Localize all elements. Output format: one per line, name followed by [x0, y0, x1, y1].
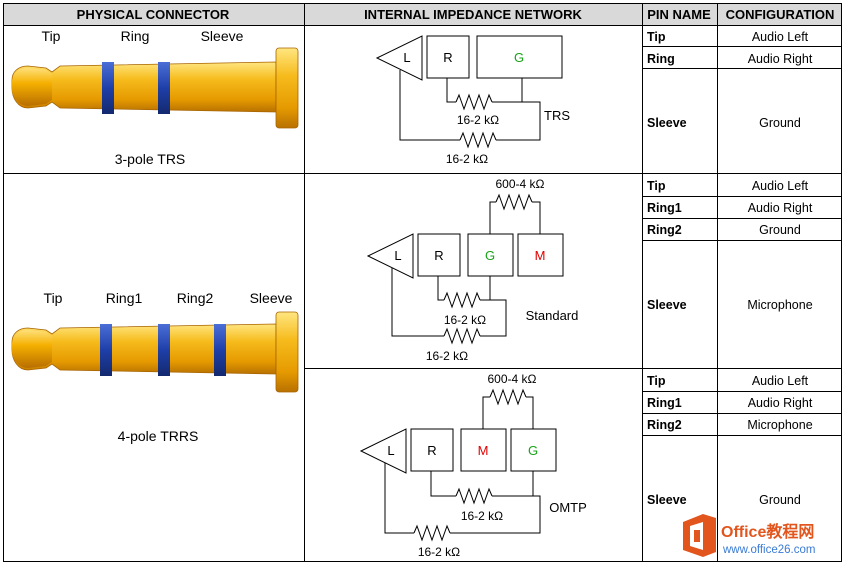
watermark: Office教程网 www.office26.com — [683, 514, 815, 557]
standard-pin-0-config: Audio Left — [752, 179, 809, 193]
trs-caption: 3-pole TRS — [115, 151, 186, 167]
trrs-plug-image — [11, 311, 299, 393]
omtp-pin-0-name: Tip — [647, 374, 666, 388]
trs-plug-section: Tip Ring Sleeve 3-pole TRS — [11, 28, 299, 167]
header-physical-connector: PHYSICAL CONNECTOR — [77, 7, 230, 22]
omtp-pin-3-name: Sleeve — [647, 493, 687, 507]
trs-pin-1-name: Ring — [647, 52, 675, 66]
standard-box-m-label: M — [535, 248, 546, 263]
header-row: PHYSICAL CONNECTOR INTERNAL IMPEDANCE NE… — [3, 3, 841, 25]
omtp-box-r-label: R — [427, 443, 436, 458]
trs-box-r-label: R — [443, 50, 452, 65]
trs-pin-2-name: Sleeve — [647, 116, 687, 130]
watermark-brand: Office教程网 — [721, 522, 814, 541]
trs-box-l-label: L — [403, 50, 410, 65]
trs-network — [375, 35, 563, 149]
omtp-network-name: OMTP — [549, 500, 587, 515]
trs-label-tip: Tip — [42, 28, 61, 44]
omtp-res-inner-label: 16-2 kΩ — [461, 509, 503, 523]
trrs-label-sleeve: Sleeve — [250, 290, 293, 306]
trrs-plug-section: Tip Ring1 Ring2 Sleeve 4-pole TRRS — [11, 290, 299, 444]
trs-pin-0-config: Audio Left — [752, 30, 809, 44]
omtp-pin-1-config: Audio Right — [748, 396, 813, 410]
trs-pin-1-config: Audio Right — [748, 52, 813, 66]
standard-res-top-label: 600-4 kΩ — [496, 177, 545, 191]
standard-box-m — [517, 233, 564, 277]
standard-pin-3-name: Sleeve — [647, 298, 687, 312]
standard-pin-table: Tip Audio Left Ring1 Audio Right Ring2 G… — [647, 179, 813, 312]
omtp-pin-3-config: Ground — [759, 493, 801, 507]
trrs-label-ring2: Ring2 — [177, 290, 214, 306]
trs-pin-2-config: Ground — [759, 116, 801, 130]
standard-pin-2-name: Ring2 — [647, 223, 682, 237]
omtp-box-m — [460, 428, 507, 472]
omtp-pin-0-config: Audio Left — [752, 374, 809, 388]
standard-pin-2-config: Ground — [759, 223, 801, 237]
table-grid — [3, 3, 842, 562]
standard-pin-0-name: Tip — [647, 179, 666, 193]
omtp-res-outer-label: 16-2 kΩ — [418, 545, 460, 559]
omtp-network — [359, 388, 557, 542]
standard-box-r — [417, 233, 461, 277]
standard-res-outer-label: 16-2 kΩ — [426, 349, 468, 363]
omtp-res-top-label: 600-4 kΩ — [488, 372, 537, 386]
standard-box-r-label: R — [434, 248, 443, 263]
trs-box-g-label: G — [514, 50, 524, 65]
standard-box-g — [467, 233, 514, 277]
omtp-pin-2-name: Ring2 — [647, 418, 682, 432]
trs-network-name: TRS — [544, 108, 570, 123]
standard-res-inner-label: 16-2 kΩ — [444, 313, 486, 327]
trs-box-l — [375, 35, 423, 81]
trs-plug-image — [11, 47, 299, 129]
omtp-box-l-label: L — [387, 443, 394, 458]
omtp-pin-1-name: Ring1 — [647, 396, 682, 410]
standard-box-l — [366, 233, 414, 279]
standard-pin-3-config: Microphone — [747, 298, 812, 312]
header-pin-name: PIN NAME — [647, 7, 711, 22]
trs-res-outer-label: 16-2 kΩ — [446, 152, 488, 166]
trrs-label-tip: Tip — [44, 290, 63, 306]
trs-label-ring: Ring — [121, 28, 150, 44]
trs-box-g — [476, 35, 563, 79]
watermark-url: www.office26.com — [722, 544, 815, 556]
standard-pin-1-name: Ring1 — [647, 201, 682, 215]
omtp-box-r — [410, 428, 454, 472]
header-impedance-network: INTERNAL IMPEDANCE NETWORK — [364, 7, 582, 22]
trrs-label-ring1: Ring1 — [106, 290, 143, 306]
trrs-caption: 4-pole TRRS — [118, 428, 199, 444]
omtp-box-m-label: M — [478, 443, 489, 458]
standard-pin-1-config: Audio Right — [748, 201, 813, 215]
standard-network-name: Standard — [526, 308, 579, 323]
office-logo-icon — [683, 514, 716, 557]
trs-box-r — [426, 35, 470, 79]
standard-box-g-label: G — [485, 248, 495, 263]
omtp-box-l — [359, 428, 407, 474]
omtp-box-g-label: G — [528, 443, 538, 458]
header-configuration: CONFIGURATION — [726, 7, 835, 22]
omtp-pin-table: Tip Audio Left Ring1 Audio Right Ring2 M… — [647, 374, 813, 507]
trs-label-sleeve: Sleeve — [201, 28, 244, 44]
trs-pin-table: Tip Audio Left Ring Audio Right Sleeve G… — [647, 30, 813, 130]
omtp-pin-2-config: Microphone — [747, 418, 812, 432]
trs-pin-0-name: Tip — [647, 30, 666, 44]
standard-network — [366, 193, 564, 345]
trs-res-inner-label: 16-2 kΩ — [457, 113, 499, 127]
standard-box-l-label: L — [394, 248, 401, 263]
